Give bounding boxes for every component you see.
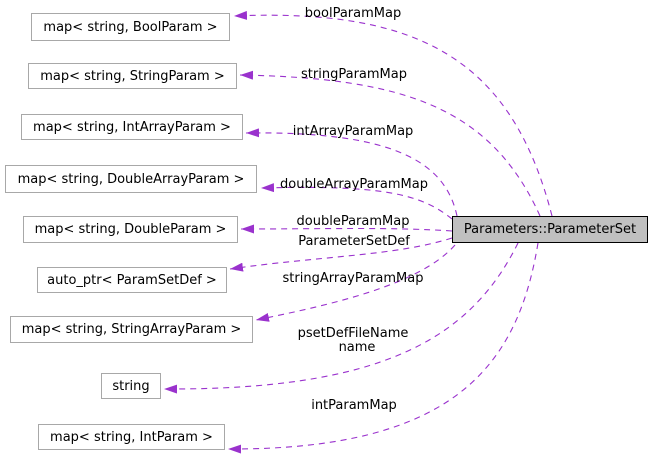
edge-label-stringarrayparammap: stringArrayParamMap [282, 271, 424, 286]
edge-label-psetdeffilename: psetDefFileName [297, 326, 409, 341]
edge-label-name: name [338, 340, 376, 355]
edge-label-intparammap: intParamMap [311, 398, 397, 413]
edge-string-array-param-map [255, 244, 456, 322]
node-map-string-boolparam[interactable]: map< string, BoolParam > [31, 13, 230, 41]
edge-label-intarrayparammap: intArrayParamMap [292, 124, 414, 139]
edge-label-stringparammap: stringParamMap [301, 67, 407, 82]
node-string[interactable]: string [101, 373, 161, 399]
node-parameters-parameterset: Parameters::ParameterSet [452, 216, 648, 243]
edge-label-doubleparammap: doubleParamMap [296, 214, 410, 229]
node-auto-ptr-paramsetdef[interactable]: auto_ptr< ParamSetDef > [37, 267, 227, 293]
node-map-string-intparam[interactable]: map< string, IntParam > [38, 424, 225, 450]
node-map-string-intarrayparam[interactable]: map< string, IntArrayParam > [21, 114, 243, 140]
edge-int-array-param-map [245, 128, 458, 217]
edge-label-boolparammap: boolParamMap [304, 6, 402, 21]
edge-string-param-map [239, 70, 541, 217]
node-map-string-stringparam[interactable]: map< string, StringParam > [28, 63, 237, 89]
node-map-string-doublearrayparam[interactable]: map< string, DoubleArrayParam > [5, 165, 257, 193]
node-map-string-doubleparam[interactable]: map< string, DoubleParam > [23, 216, 238, 243]
edge-double-array-param-map [260, 183, 453, 220]
node-map-string-stringarrayparam[interactable]: map< string, StringArrayParam > [10, 316, 253, 343]
edge-label-parametersetdef: ParameterSetDef [298, 234, 410, 249]
edge-int-param-map [227, 242, 539, 454]
edge-parameter-set-def [229, 237, 453, 272]
edge-label-doublearrayparammap: doubleArrayParamMap [280, 177, 428, 192]
edge-bool-param-map [233, 10, 553, 217]
